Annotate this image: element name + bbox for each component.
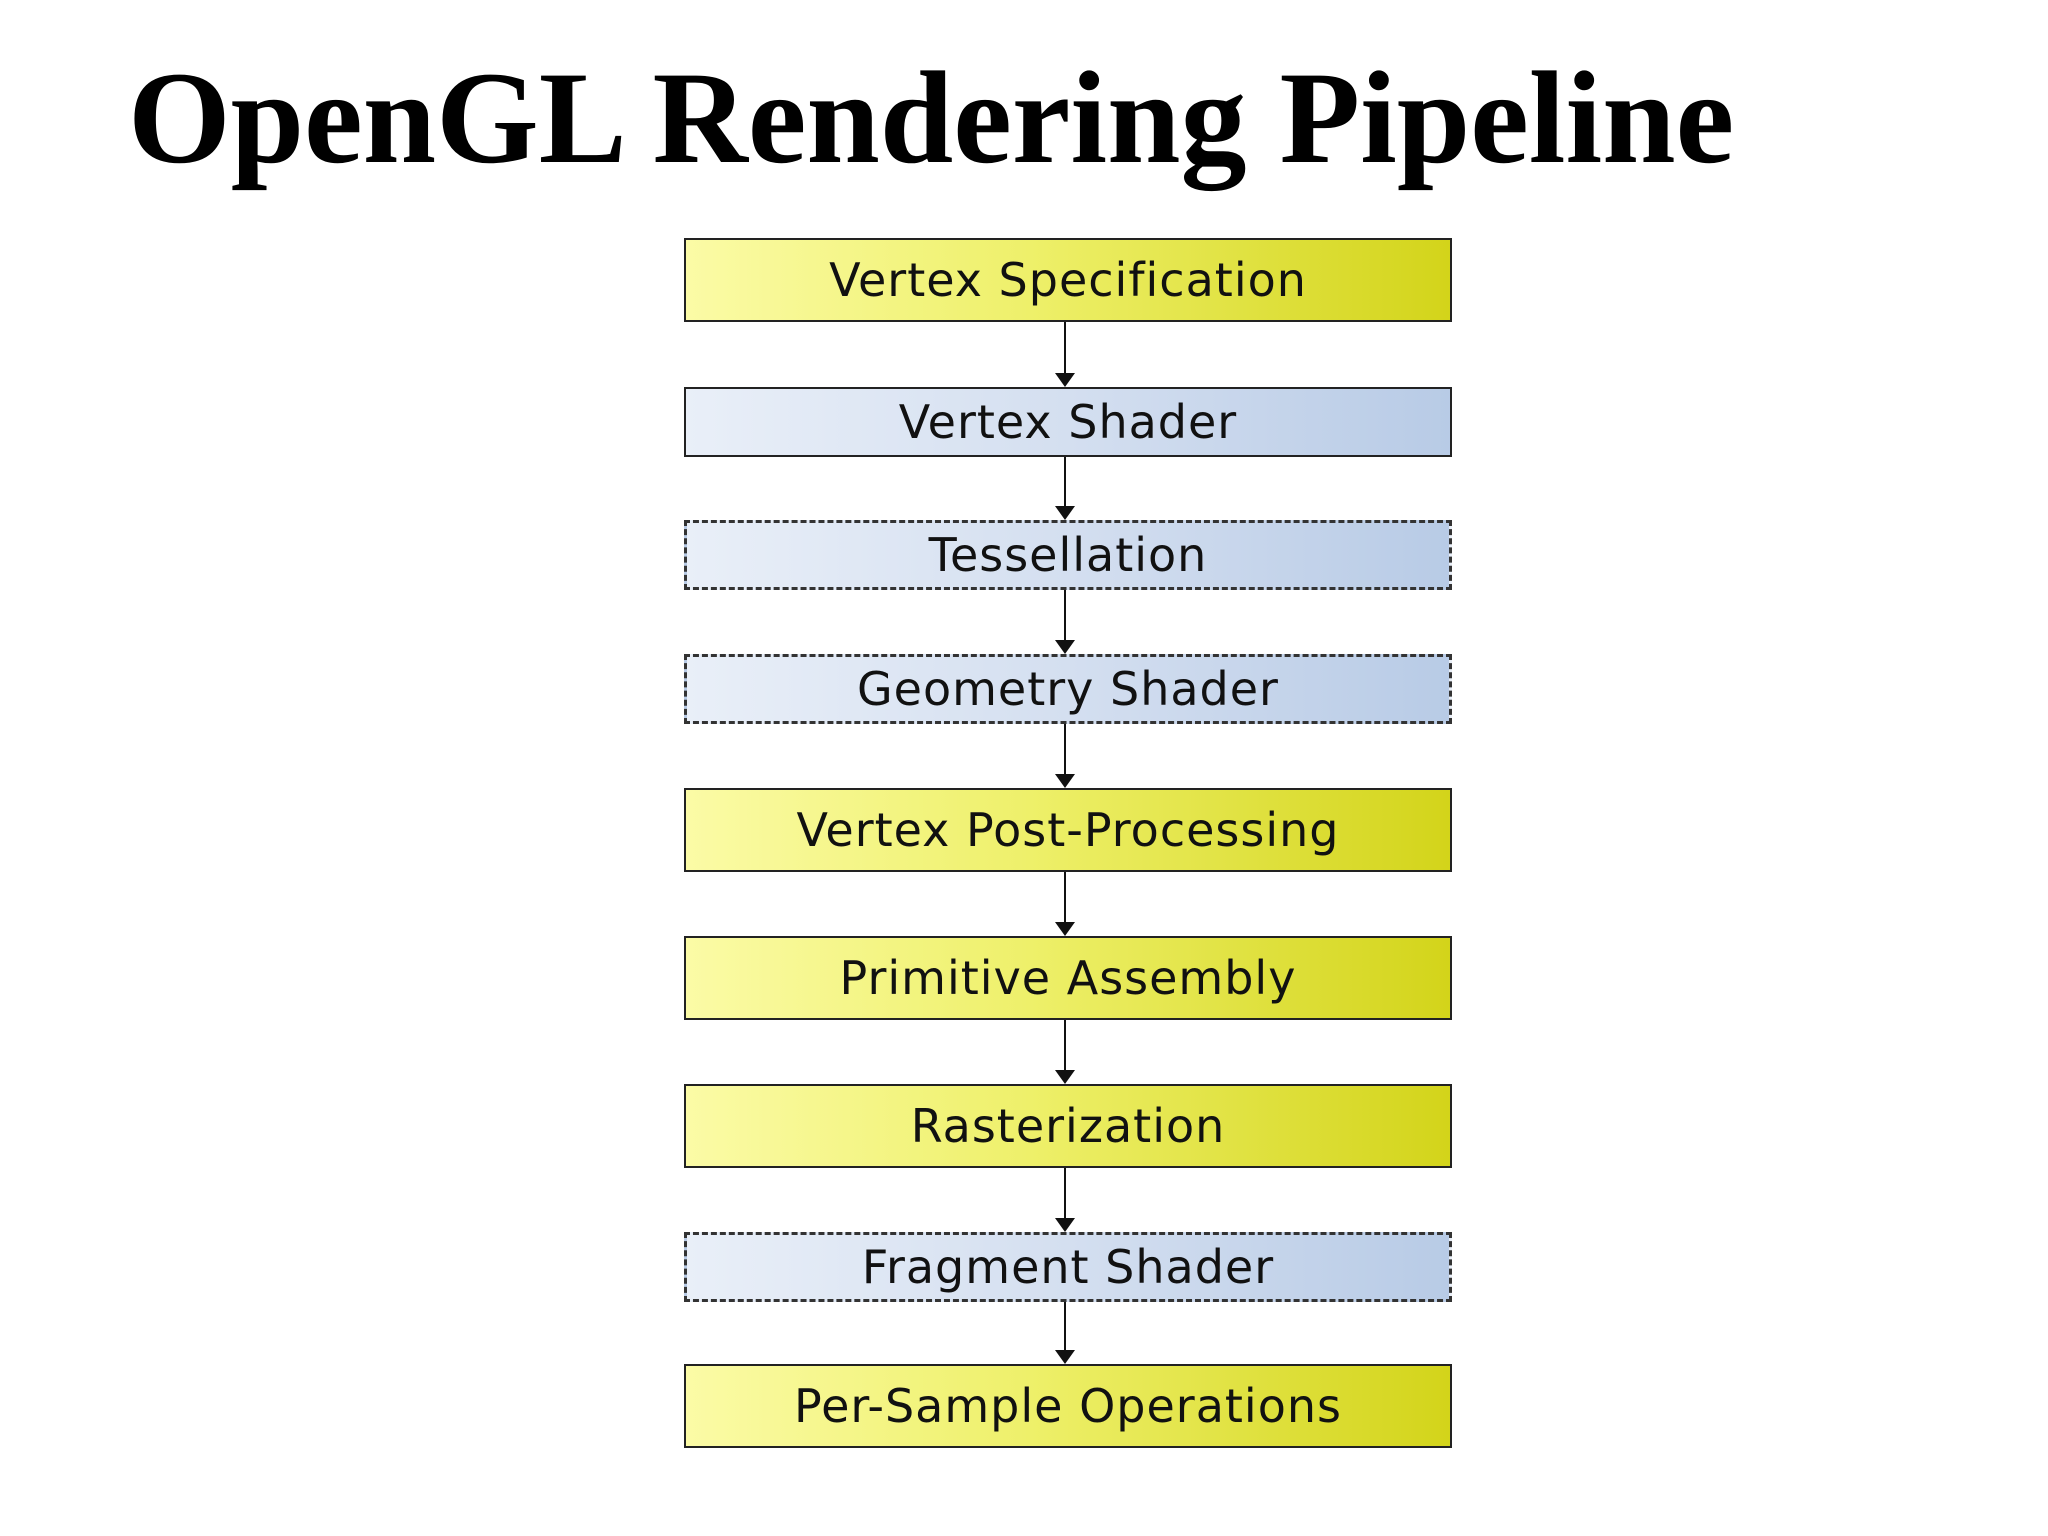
arrow-down-icon bbox=[1055, 1070, 1075, 1084]
flow-arrow bbox=[1050, 590, 1080, 654]
arrow-down-icon bbox=[1055, 373, 1075, 387]
stage-label: Per-Sample Operations bbox=[794, 1379, 1342, 1433]
stage-label: Vertex Post-Processing bbox=[796, 803, 1340, 857]
arrow-down-icon bbox=[1055, 1350, 1075, 1364]
stage-vertex-specification: Vertex Specification bbox=[684, 238, 1452, 322]
stage-vertex-post-processing: Vertex Post-Processing bbox=[684, 788, 1452, 872]
arrow-line bbox=[1064, 457, 1066, 510]
arrow-line bbox=[1064, 322, 1066, 377]
arrow-line bbox=[1064, 1020, 1066, 1074]
arrow-down-icon bbox=[1055, 640, 1075, 654]
flow-arrow bbox=[1050, 724, 1080, 788]
flow-arrow bbox=[1050, 1168, 1080, 1232]
stage-per-sample-operations: Per-Sample Operations bbox=[684, 1364, 1452, 1448]
arrow-down-icon bbox=[1055, 1218, 1075, 1232]
stage-label: Primitive Assembly bbox=[839, 951, 1297, 1005]
arrow-line bbox=[1064, 724, 1066, 778]
flow-arrow bbox=[1050, 1020, 1080, 1084]
stage-geometry-shader: Geometry Shader bbox=[684, 654, 1452, 724]
stage-label: Vertex Specification bbox=[829, 253, 1307, 307]
stage-tessellation: Tessellation bbox=[684, 520, 1452, 590]
stage-label: Fragment Shader bbox=[861, 1240, 1275, 1294]
flow-arrow bbox=[1050, 457, 1080, 520]
slide-title: OpenGL Rendering Pipeline bbox=[128, 44, 1735, 191]
arrow-line bbox=[1064, 872, 1066, 926]
arrow-line bbox=[1064, 1302, 1066, 1354]
arrow-down-icon bbox=[1055, 774, 1075, 788]
flow-arrow bbox=[1050, 322, 1080, 387]
flow-arrow bbox=[1050, 872, 1080, 936]
stage-vertex-shader: Vertex Shader bbox=[684, 387, 1452, 457]
flow-arrow bbox=[1050, 1302, 1080, 1364]
stage-fragment-shader: Fragment Shader bbox=[684, 1232, 1452, 1302]
arrow-line bbox=[1064, 590, 1066, 644]
arrow-down-icon bbox=[1055, 506, 1075, 520]
stage-primitive-assembly: Primitive Assembly bbox=[684, 936, 1452, 1020]
stage-label: Rasterization bbox=[910, 1099, 1226, 1153]
stage-label: Geometry Shader bbox=[857, 662, 1279, 716]
arrow-line bbox=[1064, 1168, 1066, 1222]
stage-label: Tessellation bbox=[928, 528, 1208, 582]
arrow-down-icon bbox=[1055, 922, 1075, 936]
stage-rasterization: Rasterization bbox=[684, 1084, 1452, 1168]
stage-label: Vertex Shader bbox=[898, 395, 1238, 449]
